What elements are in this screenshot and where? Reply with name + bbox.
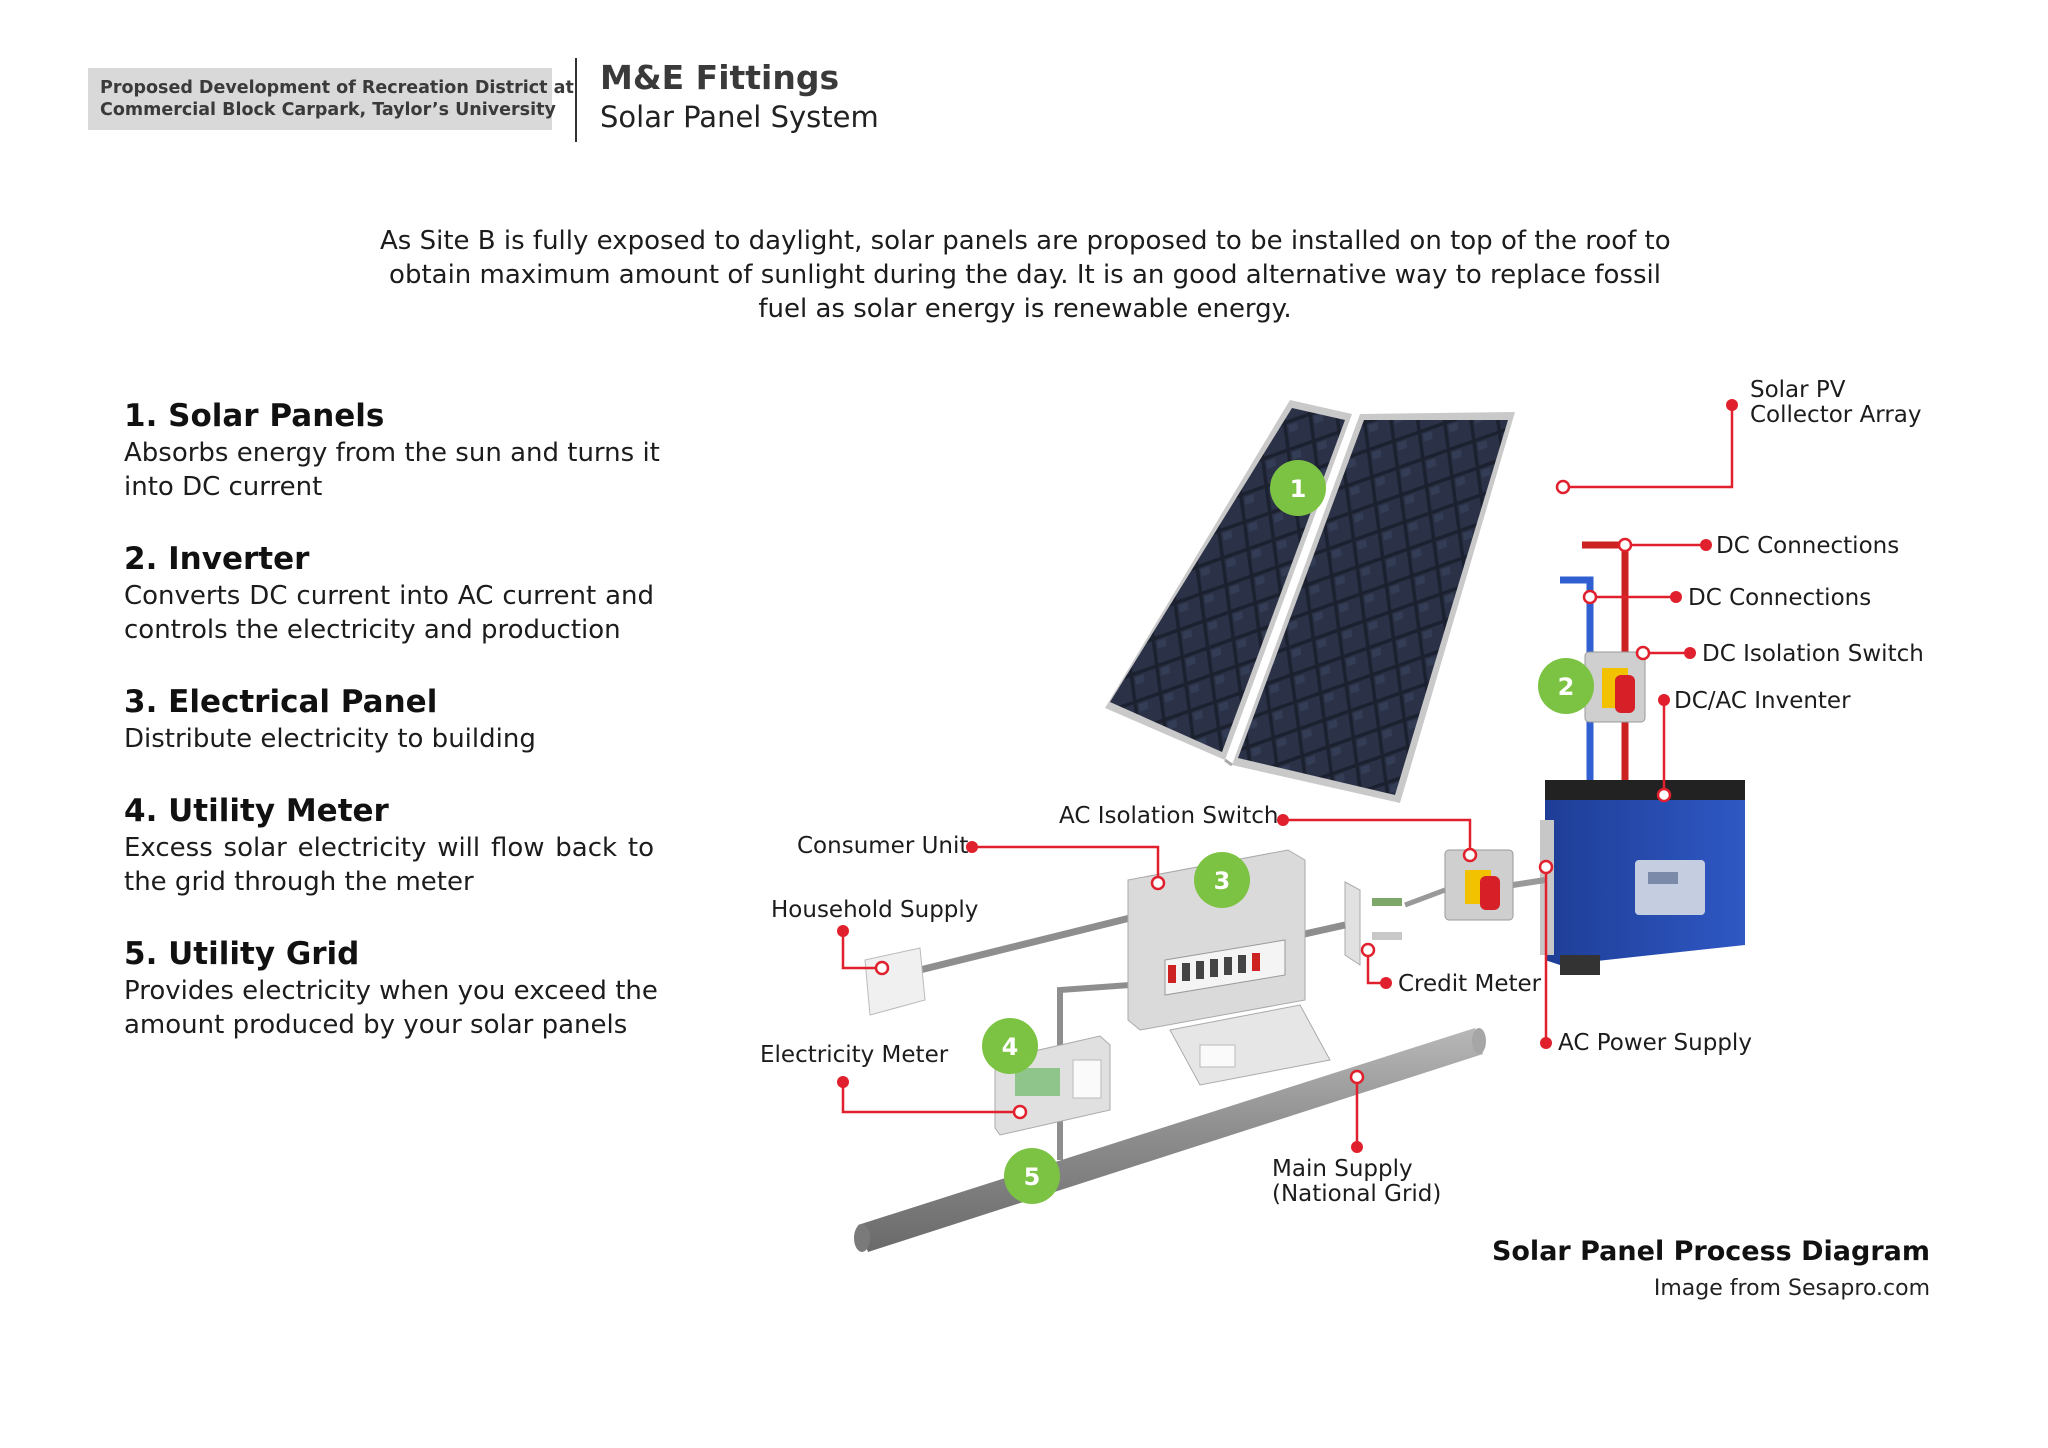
component-electrical-panel: 3. Electrical Panel Distribute electrici… (124, 682, 654, 756)
project-name-line-2: Commercial Block Carpark, Taylor’s Unive… (100, 100, 556, 120)
component-solar-panels: 1. Solar Panels Absorbs energy from the … (124, 396, 660, 504)
component-title: 4. Utility Meter (124, 793, 389, 829)
description-line: Converts DC current into AC current and (124, 581, 654, 611)
description-line: amount produced by your solar panels (124, 1010, 628, 1040)
label-dc-connections-lower: DC Connections (1688, 585, 1871, 611)
badge-1: 1 (1270, 460, 1326, 516)
description-line: Distribute electricity to building (124, 724, 536, 754)
diagram-caption-credit: Image from Sesapro.com (1653, 1276, 1930, 1301)
badge-3: 3 (1194, 852, 1250, 908)
label-solar-pv: Solar PV (1750, 377, 1846, 403)
label-dc-ac-inverter: DC/AC Inventer (1674, 688, 1851, 714)
description-line: controls the electricity and production (124, 615, 621, 645)
component-description: Converts DC current into AC current and … (124, 579, 654, 647)
component-title: 5. Utility Grid (124, 936, 360, 972)
consumer-unit (1127, 849, 1331, 1086)
description-line: Excess solar electricity will flow back … (124, 833, 654, 863)
intro-line-1: As Site B is fully exposed to daylight, … (380, 226, 1671, 256)
header-divider (575, 58, 577, 142)
label-main-supply: Main Supply (1272, 1156, 1413, 1182)
badge-number: 5 (1024, 1163, 1041, 1191)
badge-number: 3 (1214, 867, 1231, 895)
credit-meter (1344, 881, 1446, 966)
description-line: into DC current (124, 472, 323, 502)
component-title: 3. Electrical Panel (124, 684, 438, 720)
badge-5: 5 (1004, 1148, 1060, 1204)
diagram-caption-title: Solar Panel Process Diagram (1491, 1236, 1930, 1267)
component-utility-grid: 5. Utility Grid Provides electricity whe… (124, 934, 658, 1042)
label-collector-array: Collector Array (1750, 402, 1922, 428)
component-description: Distribute electricity to building (124, 722, 654, 756)
component-title: 2. Inverter (124, 541, 310, 577)
inverter (1540, 780, 1745, 975)
label-ac-isolation-switch: AC Isolation Switch (1059, 803, 1278, 829)
component-inverter: 2. Inverter Converts DC current into AC … (124, 539, 654, 647)
dc-wiring (1560, 541, 1629, 790)
component-list: 1. Solar Panels Absorbs energy from the … (124, 396, 660, 1077)
component-utility-meter: 4. Utility Meter Excess solar electricit… (124, 791, 654, 899)
label-consumer-unit: Consumer Unit (797, 833, 968, 859)
main-supply-pipe (854, 1028, 1486, 1252)
badge-number: 1 (1290, 475, 1307, 503)
page-title: M&E Fittings (600, 58, 840, 97)
project-name-box: Proposed Development of Recreation Distr… (88, 68, 574, 130)
label-ac-power-supply: AC Power Supply (1558, 1030, 1752, 1056)
component-description: Excess solar electricity will flow back … (124, 831, 654, 899)
component-description: Absorbs energy from the sun and turns it… (124, 436, 660, 504)
badge-number: 2 (1558, 673, 1575, 701)
label-dc-isolation-switch: DC Isolation Switch (1702, 641, 1924, 667)
intro-line-3: fuel as solar energy is renewable energy… (758, 294, 1292, 324)
component-title: 1. Solar Panels (124, 398, 385, 434)
label-national-grid: (National Grid) (1272, 1181, 1441, 1207)
label-household-supply: Household Supply (771, 897, 978, 923)
badge-4: 4 (982, 1018, 1038, 1074)
component-description: Provides electricity when you exceed the… (124, 974, 658, 1042)
description-line: the grid through the meter (124, 867, 474, 897)
household-socket (864, 947, 926, 1016)
callout-lines (841, 405, 1734, 1147)
label-credit-meter: Credit Meter (1398, 971, 1542, 997)
description-line: Provides electricity when you exceed the (124, 976, 658, 1006)
badge-number: 4 (1002, 1033, 1019, 1061)
intro-line-2: obtain maximum amount of sunlight during… (389, 260, 1661, 290)
dc-isolation-switch (1584, 651, 1646, 723)
ac-isolation-switch (1444, 849, 1546, 921)
project-name-line-1: Proposed Development of Recreation Distr… (100, 78, 574, 98)
badge-2: 2 (1538, 658, 1594, 714)
callout-anchors (874, 479, 1672, 1120)
callout-endpoints (837, 399, 1738, 1153)
label-electricity-meter: Electricity Meter (760, 1042, 949, 1068)
label-dc-connections-upper: DC Connections (1716, 533, 1899, 559)
description-line: Absorbs energy from the sun and turns it (124, 438, 660, 468)
solar-panel-array (1105, 400, 1515, 803)
intro-paragraph: As Site B is fully exposed to daylight, … (380, 224, 1671, 326)
page-subtitle: Solar Panel System (600, 100, 879, 134)
